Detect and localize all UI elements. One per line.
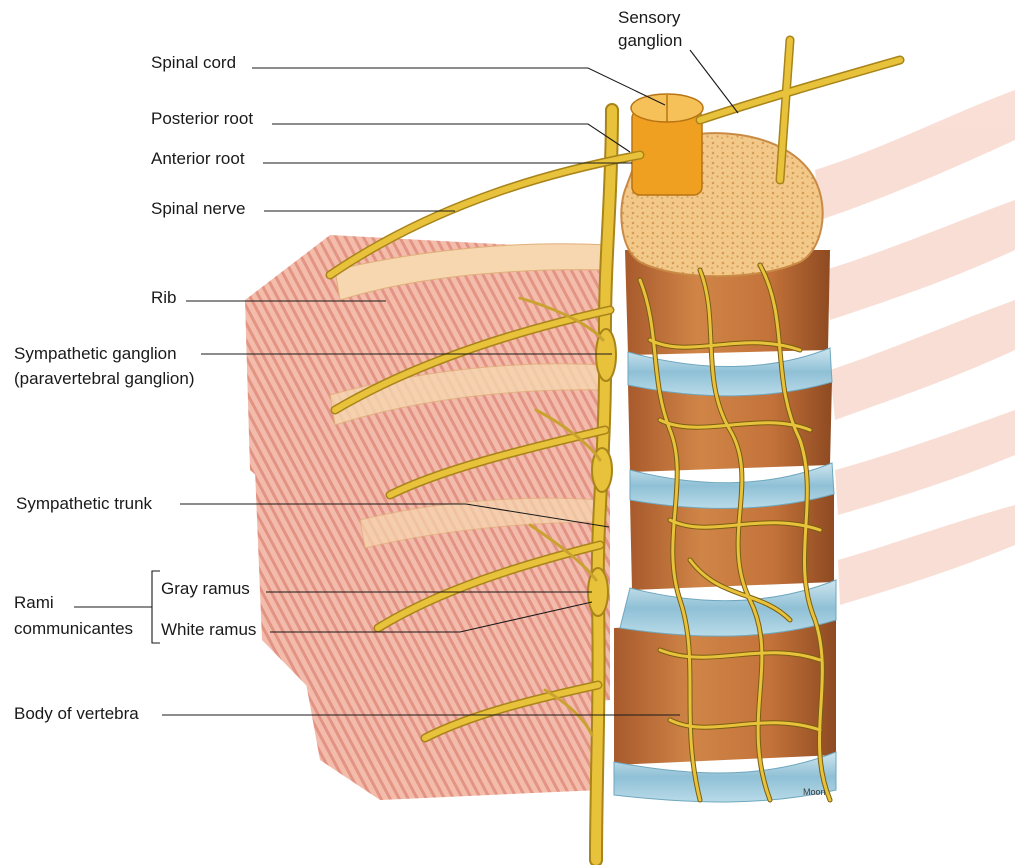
label-sensory-ganglion-2: ganglion (618, 31, 682, 50)
label-rib: Rib (151, 288, 177, 307)
spinal-cord (631, 94, 703, 195)
label-anterior-root: Anterior root (151, 149, 245, 168)
vertebral-body (614, 618, 836, 765)
label-spinal-nerve: Spinal nerve (151, 199, 246, 218)
label-posterior-root: Posterior root (151, 109, 253, 128)
label-sympathetic-ganglion-1: Sympathetic ganglion (14, 344, 177, 363)
label-rami-2: communicantes (14, 619, 133, 638)
label-spinal-cord: Spinal cord (151, 53, 236, 72)
vertebral-column (614, 133, 836, 802)
label-rami-1: Rami (14, 593, 54, 612)
label-white-ramus: White ramus (161, 620, 256, 639)
artist-credit: Moon (803, 787, 826, 797)
label-sympathetic-ganglion-2: (paravertebral ganglion) (14, 369, 195, 388)
leader-posterior-root (272, 124, 630, 152)
leader-spinal-cord (252, 68, 665, 105)
label-gray-ramus: Gray ramus (161, 579, 250, 598)
label-sympathetic-trunk: Sympathetic trunk (16, 494, 153, 513)
label-sensory-ganglion-1: Sensory (618, 8, 681, 27)
rami-bracket (152, 571, 160, 643)
label-body-of-vertebra: Body of vertebra (14, 704, 139, 723)
right-side-ribs (815, 90, 1015, 605)
